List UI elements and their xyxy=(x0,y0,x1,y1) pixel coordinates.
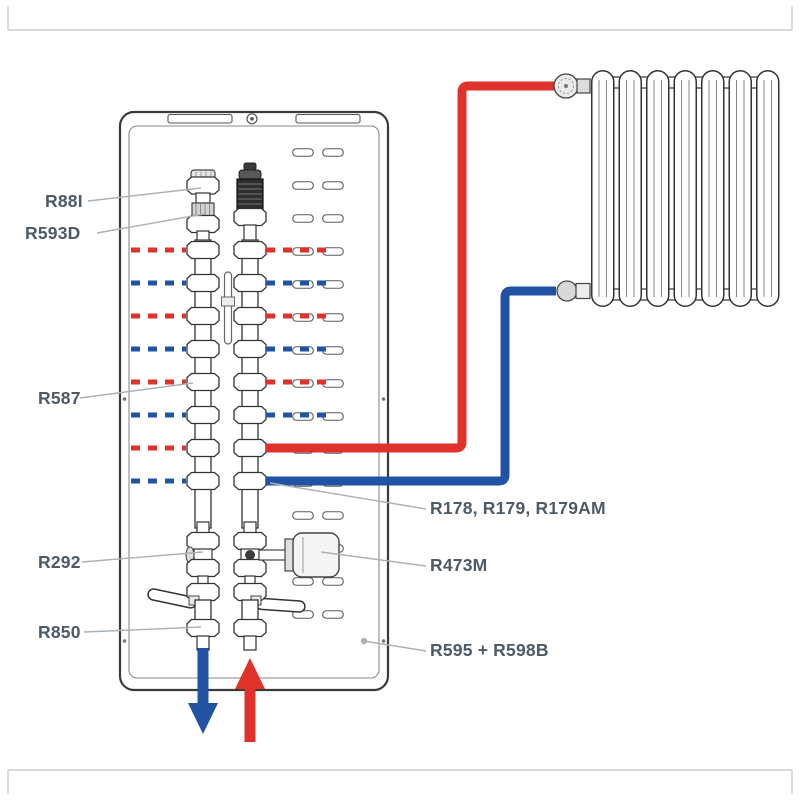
ball-valve-handle-right xyxy=(255,597,306,613)
label-r178-group: R178, R179, R179AM xyxy=(430,498,606,518)
manifold-nut xyxy=(186,372,220,392)
valve-nut xyxy=(186,214,220,234)
rib-lines xyxy=(238,183,262,205)
manifold-nut xyxy=(233,339,267,359)
adapter-r593d xyxy=(186,202,220,241)
valve-nut xyxy=(233,531,267,551)
radiator-sections xyxy=(590,70,783,307)
label-r850: R850 xyxy=(38,622,81,642)
leader-r593d xyxy=(96,213,205,234)
mounting-bracket xyxy=(221,271,235,345)
radiator-lockshield-valve xyxy=(556,280,591,302)
valve-nut xyxy=(186,531,220,551)
rib-lines xyxy=(195,204,210,215)
leader-r595-group xyxy=(363,640,427,652)
manifold-left xyxy=(186,239,220,529)
manifold-right xyxy=(233,239,267,529)
cabinet-screws xyxy=(122,397,386,643)
manifold-nut xyxy=(233,240,267,260)
label-r593d: R593D xyxy=(25,223,80,243)
label-r595-group: R595 + R598B xyxy=(430,640,549,660)
radiator-thermostatic-valve xyxy=(553,73,591,99)
leader-r178-group xyxy=(269,482,427,510)
manifold-nut xyxy=(233,438,267,458)
leader-r850 xyxy=(83,626,202,633)
manifold-nut xyxy=(233,306,267,326)
manifold-nut xyxy=(233,372,267,392)
ball-valves-r850 xyxy=(147,582,306,651)
leader-r88i xyxy=(87,187,202,202)
manifold-nut xyxy=(186,471,220,491)
supply-arrow-head xyxy=(235,658,265,689)
air-vent-valve-r88i xyxy=(186,169,220,204)
manifold-nut xyxy=(186,438,220,458)
cabinet-lock-knob-center xyxy=(250,117,254,121)
supply-flow-arrow xyxy=(235,658,265,742)
callout-labels: R88I R593D R587 R292 R850 R178, R179, R1… xyxy=(25,191,606,660)
valve-nut xyxy=(186,558,220,578)
valve-nut xyxy=(233,207,267,227)
cabinet-top-slot-left xyxy=(167,113,233,124)
return-arrow-head xyxy=(188,703,218,734)
leader-r473m xyxy=(320,551,427,567)
label-r473m: R473M xyxy=(430,555,487,575)
label-r88i: R88I xyxy=(45,191,83,211)
knurl-lines xyxy=(195,171,212,178)
manifold-nut xyxy=(186,339,220,359)
valve-nut xyxy=(186,176,220,195)
page-frame xyxy=(7,6,793,794)
manifold-nut xyxy=(186,273,220,293)
handwheel-center xyxy=(564,84,568,88)
supply-pipe xyxy=(266,81,554,453)
leader-lines xyxy=(79,187,427,652)
return-flow-arrow xyxy=(188,648,218,734)
handwheel-knurl xyxy=(558,78,574,94)
valve-nut xyxy=(233,558,267,578)
label-r292: R292 xyxy=(38,552,81,572)
label-r587: R587 xyxy=(38,388,81,408)
valve-center-cap xyxy=(245,550,255,560)
cabinet-top-slot-right xyxy=(295,113,361,124)
manifold-nut xyxy=(186,240,220,260)
leader-dot-r595 xyxy=(360,637,368,645)
valve-nut xyxy=(233,618,267,638)
circuit-dashes-supply xyxy=(131,247,330,451)
manifold-nut xyxy=(233,273,267,293)
leader-r587 xyxy=(79,382,194,399)
return-pipe xyxy=(266,286,556,486)
manifold-nut xyxy=(233,471,267,491)
manifold-nut xyxy=(186,306,220,326)
flow-valve-knob xyxy=(233,162,267,241)
page-frame-bottom-ticks xyxy=(7,770,793,794)
shutoff-valves-r292 xyxy=(185,521,267,587)
page-frame-top-ticks xyxy=(7,6,793,30)
actuator-r473m xyxy=(258,532,340,578)
circuit-dashes-return xyxy=(131,280,330,484)
radiator xyxy=(590,70,783,307)
leader-r292 xyxy=(81,551,204,563)
manifold-nut xyxy=(233,405,267,425)
manifold-nut xyxy=(186,405,220,425)
